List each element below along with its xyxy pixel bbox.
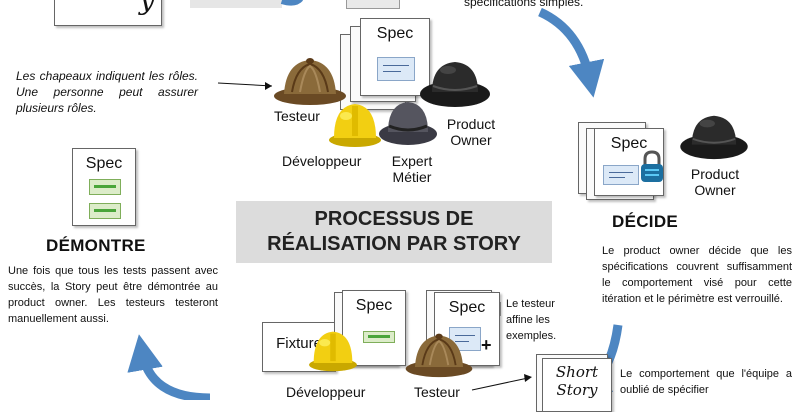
deerstalker-icon [274,58,346,105]
top-card-cut [346,0,400,9]
testeur-note: Le testeur affine les exemples. [506,298,557,342]
short-story-line1: Short [555,363,599,381]
short-story-line2: Story [556,381,598,399]
deerstalker-icon-bottom [405,333,473,378]
cowboy-hat-icon-decide [680,115,748,160]
process-title-line2: RÉALISATION PAR STORY [267,233,521,255]
role-developpeur: Développeur [282,153,362,169]
top-spec-card: Spec [360,18,430,96]
cowboy-hat-icon [420,62,490,107]
fedora-icon [379,102,437,145]
demontre-text: Une fois que tous les tests passent avec… [8,265,218,325]
role-product-owner: Product Owner [446,116,496,148]
top-spec-label: Spec [376,25,414,42]
decide-text: Le product owner décide que les spécific… [602,245,792,305]
plus-icon: + [481,335,492,355]
story-card-top-cut: y [54,0,162,26]
decide-product-owner: Product Owner [690,166,740,198]
arrow-to-decide [538,7,605,98]
fixture-label: Fixture [276,335,322,352]
role-testeur: Testeur [274,108,320,124]
demontre-spec-label: Spec [85,155,123,172]
arrow-testeur-pointer [471,377,529,391]
process-title-box: PROCESSUS DE RÉALISATION PAR STORY [236,201,552,263]
decide-heading: DÉCIDE [612,212,679,231]
arrow-note-pointer [217,82,273,87]
demontre-spec-card: Spec [72,148,136,226]
decide-spec-card: Spec [594,128,664,196]
process-title-line1: PROCESSUS DE [314,208,474,230]
demontre-heading: DÉMONTRE [46,236,146,255]
specifications-cut-text: spécifications simples. [464,0,584,9]
bottom-spec-label-1: Spec [355,297,393,314]
hats-note: Les chapeaux indiquent les rôles. Une pe… [16,69,198,115]
arrow-to-demontre [127,334,211,400]
bottom-role-testeur: Testeur [414,384,460,400]
story-card-top-script: y [139,0,155,16]
bottom-spec-card-1: Spec [342,290,406,366]
bottom-right-text: Le comportement que l'équipe a oublié de… [620,368,792,396]
role-expert-metier: Expert Métier [391,153,433,185]
process-title: PROCESSUS DE RÉALISATION PAR STORY [236,207,552,257]
hard-hat-icon-bottom [309,331,357,372]
hard-hat-icon [329,104,381,147]
bottom-spec-label-2: Spec [448,299,486,316]
short-story-card: Short Story [542,358,612,412]
padlock-icon [641,150,663,182]
bottom-spec-card-2: Spec + [434,292,500,366]
arrow-top-cut [280,0,304,6]
bottom-role-developpeur: Développeur [286,384,366,400]
top-gray-tab [190,0,282,8]
decide-spec-label: Spec [610,135,648,152]
